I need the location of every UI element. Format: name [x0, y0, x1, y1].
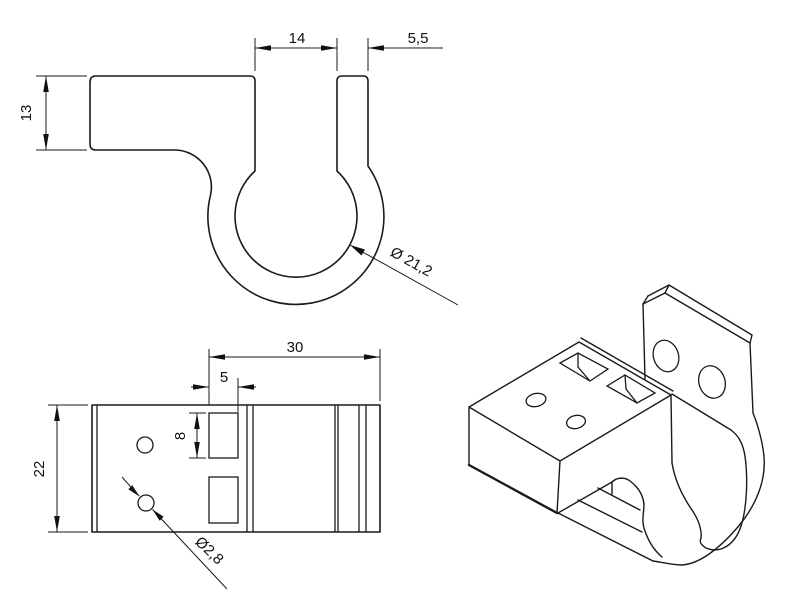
- arrowhead: [350, 245, 365, 256]
- arrowhead: [193, 384, 209, 390]
- arrowhead: [43, 134, 49, 150]
- leader-hook-inner-diameter: Ø 21,2: [349, 244, 459, 306]
- dim-text-length: 30: [287, 339, 304, 356]
- arrowhead: [128, 485, 140, 497]
- underside-edge: [597, 487, 641, 511]
- leader-hole-diameter: Ø2,8: [121, 476, 228, 590]
- square-pocket-depth: [577, 353, 591, 382]
- slot-hole: [208, 476, 239, 524]
- plate-thickness-edge: [642, 295, 649, 305]
- hook-bore-far-edge: [699, 429, 748, 551]
- dim-text-slot-width: 14: [289, 30, 306, 47]
- arrowhead: [364, 354, 380, 360]
- dim-text-slot-length: 8: [172, 432, 189, 440]
- isometric-view: [467, 284, 765, 566]
- drilled-hole: [136, 436, 154, 454]
- underside-edge: [577, 499, 643, 533]
- plate-thickness-edge: [664, 284, 670, 294]
- square-pocket-depth: [624, 374, 638, 404]
- iso-rear-plate: [642, 284, 754, 414]
- dim-text-depth: 22: [31, 461, 48, 478]
- square-pocket: [558, 352, 610, 382]
- arrowhead: [321, 45, 337, 51]
- hook-outer-curve: [652, 412, 765, 566]
- dim-text-block-height: 13: [18, 105, 35, 122]
- square-pocket: [605, 374, 657, 404]
- plate-face-edge: [642, 292, 751, 344]
- arrowhead: [255, 45, 271, 51]
- block-corner-edge: [670, 394, 673, 464]
- leader-line: [152, 509, 228, 590]
- plate-face-edge: [642, 303, 646, 380]
- leader-line: [349, 244, 459, 306]
- iso-block: [467, 337, 674, 515]
- iso-hook: [557, 393, 765, 566]
- block-left-face: [468, 406, 561, 514]
- arrowhead: [238, 384, 254, 390]
- block-bottom-edge: [467, 463, 559, 515]
- slot-hole: [208, 412, 239, 459]
- dim-slot-width-5: 5: [191, 369, 256, 412]
- dim-depth-22: 22: [31, 404, 88, 533]
- block-bottom-right-edge: [557, 481, 613, 514]
- top-hole: [525, 392, 547, 408]
- dim-text-tab-thickness: 5,5: [408, 30, 429, 47]
- top-hole: [565, 414, 587, 430]
- underside-edge: [557, 512, 654, 562]
- plate-thickness-edge: [647, 284, 753, 336]
- plate-hole: [697, 365, 727, 399]
- plate-right-edge: [749, 342, 754, 414]
- dim-text-hole-diameter: Ø2,8: [192, 533, 227, 568]
- plan-view: 30 5 8 22: [31, 339, 381, 590]
- dim-slot-width-14: 14: [254, 30, 338, 71]
- arrowhead: [54, 405, 60, 421]
- dim-text-slot-width: 5: [220, 369, 228, 386]
- plate-hole: [652, 339, 680, 373]
- plate-thickness-edge: [749, 334, 753, 344]
- arrowhead: [194, 442, 200, 458]
- arrowhead: [209, 354, 225, 360]
- hook-bore-near-edge: [671, 462, 702, 539]
- dim-text-hook-inner-diameter: Ø 21,2: [387, 244, 435, 281]
- arrowhead: [54, 516, 60, 532]
- block-top-edge-double: [580, 337, 674, 392]
- dim-length-30: 30: [208, 339, 381, 405]
- dim-tab-thickness-5-5: 5,5: [367, 30, 443, 71]
- arrowhead: [194, 413, 200, 429]
- hook-far-top-edge: [671, 393, 732, 431]
- drilled-hole: [137, 494, 155, 512]
- arrowhead: [43, 76, 49, 92]
- dim-block-height-13: 13: [18, 75, 87, 151]
- hook-near-fillet: [611, 477, 663, 558]
- plan-body-outline: [91, 404, 381, 533]
- dim-slot-length-8: 8: [172, 412, 206, 459]
- arrowhead: [368, 45, 384, 51]
- side-view: 14 5,5 13 Ø 21,2: [18, 30, 459, 306]
- arrowhead: [152, 509, 164, 521]
- hook-profile-outline: [89, 75, 385, 306]
